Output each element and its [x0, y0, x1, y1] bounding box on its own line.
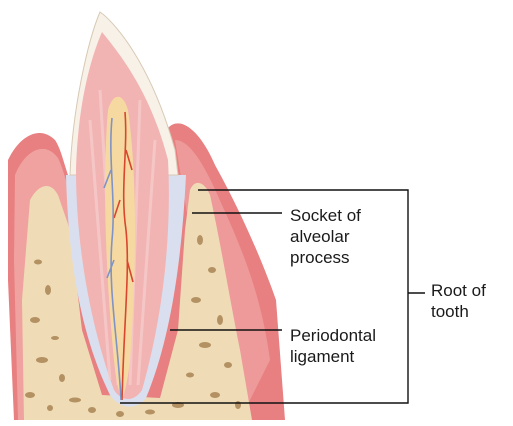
periodontal-label-line-1: Periodontal [290, 325, 376, 346]
periodontal-label: Periodontal ligament [290, 325, 376, 367]
socket-label-line-1: Socket of [290, 205, 361, 226]
socket-label: Socket of alveolar process [290, 205, 361, 268]
periodontal-label-line-2: ligament [290, 346, 376, 367]
socket-label-line-2: alveolar [290, 226, 361, 247]
socket-label-line-3: process [290, 247, 361, 268]
root-label-line-1: Root of [431, 280, 486, 301]
root-label: Root of tooth [431, 280, 486, 322]
root-label-line-2: tooth [431, 301, 486, 322]
